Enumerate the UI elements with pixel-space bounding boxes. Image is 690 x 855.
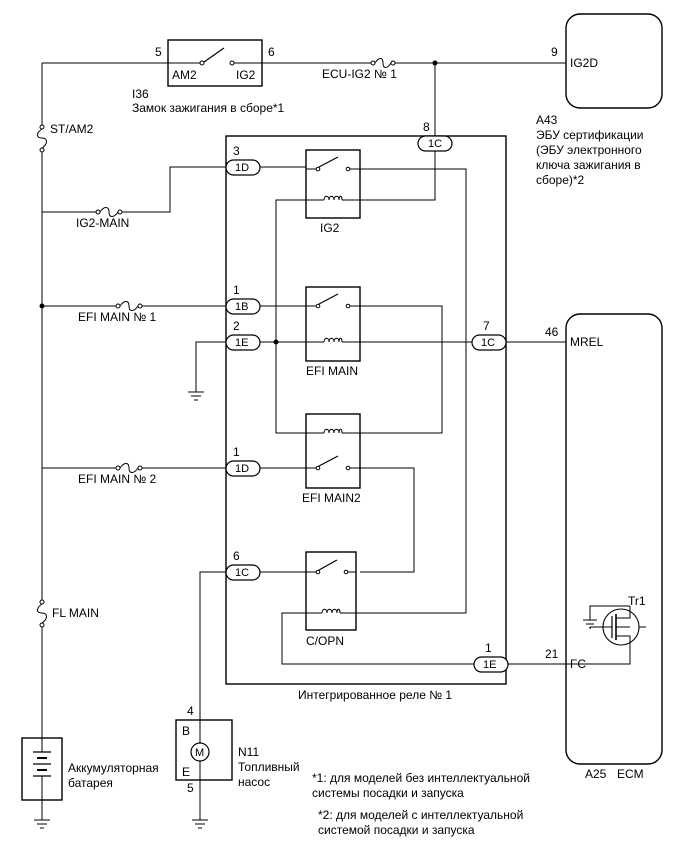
connector-1c-pump-pin: 6	[233, 549, 240, 563]
fuse-efi-main-1: EFI MAIN № 1	[78, 301, 157, 324]
fuel-pump-name-2: насос	[238, 775, 270, 789]
battery: Аккумуляторная батарея	[21, 737, 159, 829]
connector-1d-ig2-pin: 3	[233, 144, 240, 158]
connector-1e-fc: 1E 1	[473, 641, 509, 673]
fuel-pump-name-1: Топливный	[238, 760, 300, 774]
connector-1b-pin: 1	[233, 283, 240, 297]
integrated-relay: Интегрированное реле № 1 IG2	[225, 120, 509, 702]
fuel-pump-id: N11	[238, 745, 259, 759]
relay-ig2-label: IG2	[320, 221, 340, 235]
fuel-pump-label-e: E	[182, 765, 190, 779]
ecm-name: ECM	[617, 767, 644, 781]
fuel-pump: M 4 B E 5 N11 Топливный насос	[175, 571, 300, 829]
fuse-ig2-main: IG2-MAIN	[76, 207, 129, 230]
connector-1d-efi2-label: 1D	[235, 463, 249, 475]
connector-1e-ground-pin: 2	[233, 319, 240, 333]
connector-1e-fc-label: 1E	[483, 659, 496, 671]
fuel-pump-pin-b: 4	[187, 704, 194, 718]
connector-1c-top-label: 1C	[428, 138, 442, 150]
transistor-tr1-label: Tr1	[628, 594, 646, 608]
connector-1d-efi2: 1D 1	[225, 445, 261, 477]
certification-ecu-name-2: (ЭБУ электронного	[536, 143, 642, 157]
relay-efi-main: EFI MAIN	[305, 286, 361, 378]
certification-ecu-id: A43	[536, 113, 558, 127]
ignition-label-am2: AM2	[172, 68, 197, 82]
certification-ecu-name-4: сборе)*2	[536, 173, 585, 187]
connector-1b-label: 1B	[235, 301, 248, 313]
connector-1d-ig2-label: 1D	[235, 162, 249, 174]
fuse-efi-main-2-label: EFI MAIN № 2	[78, 472, 157, 486]
fuel-pump-pin-e: 5	[187, 781, 194, 795]
battery-name-1: Аккумуляторная	[68, 761, 159, 775]
certification-ecu-name-1: ЭБУ сертификации	[536, 128, 644, 142]
relay-c-opn: C/OPN	[305, 551, 357, 648]
fuse-ecu-ig2: ECU-IG2 № 1	[322, 58, 397, 81]
relay-efi-main2-label: EFI MAIN2	[302, 491, 361, 505]
certification-ecu-terminal: IG2D	[570, 56, 598, 70]
relay-ig2: IG2	[305, 149, 361, 235]
connector-1c-mrel-label: 1C	[481, 337, 495, 349]
fuse-fl-main-label: FL MAIN	[52, 606, 99, 620]
ecm-fc-pin: 21	[545, 647, 559, 661]
ignition-pin-right: 6	[268, 45, 275, 59]
connector-1c-top-pin: 8	[423, 120, 430, 134]
battery-name-2: батарея	[68, 776, 113, 790]
fuel-pump-label-b: B	[182, 724, 190, 738]
fuse-ig2-main-label: IG2-MAIN	[76, 216, 129, 230]
relay-efi-main-label: EFI MAIN	[306, 364, 358, 378]
connector-1c-top: 1C 8	[417, 120, 453, 152]
connector-1c-mrel-pin: 7	[483, 319, 490, 333]
ecm-mrel-pin: 46	[545, 325, 559, 339]
certification-ecu-name-3: ключа зажигания в	[536, 158, 641, 172]
integrated-relay-box	[225, 135, 507, 685]
note1-line2: системы посадки и запуска	[312, 786, 464, 800]
ignition-id: I36	[132, 87, 149, 101]
relay-efi-main2: EFI MAIN2	[302, 413, 361, 505]
fuse-fl-main: FL MAIN	[37, 599, 99, 628]
fuse-st-am2-label: ST/AM2	[50, 122, 94, 136]
ecm: 46 MREL 21 FC A25 ECM Tr1	[506, 313, 663, 781]
connector-1d-ig2: 1D 3	[225, 144, 261, 176]
relay-c-opn-label: C/OPN	[306, 634, 344, 648]
fuel-pump-motor-label: M	[195, 747, 204, 759]
certification-ecu-body	[565, 13, 663, 109]
main-supply-wires	[39, 60, 566, 752]
ground-relay	[188, 341, 226, 401]
connector-1e-ground-label: 1E	[235, 337, 248, 349]
certification-ecu-pin: 9	[551, 45, 558, 59]
transistor-tr1: Tr1	[566, 594, 646, 665]
fuse-efi-main-2: EFI MAIN № 2	[78, 463, 157, 486]
ignition-label-ig2: IG2	[236, 68, 256, 82]
connector-1b: 1B 1	[225, 283, 261, 315]
fuse-ecu-ig2-label: ECU-IG2 № 1	[322, 67, 397, 81]
fuse-efi-main-1-label: EFI MAIN № 1	[78, 310, 157, 324]
note1-line1: *1: для моделей без интеллектуальной	[312, 771, 530, 785]
note2-line1: *2: для моделей с интеллектуальной	[318, 808, 523, 822]
footnotes: *1: для моделей без интеллектуальной сис…	[312, 771, 530, 837]
fuse-st-am2: ST/AM2	[37, 122, 94, 153]
connector-1c-mrel: 1C 7	[471, 319, 507, 351]
certification-ecu: 9 IG2D A43 ЭБУ сертификации (ЭБУ электро…	[536, 13, 663, 187]
connector-1e-ground: 1E 2	[225, 319, 261, 351]
ignition-pin-left: 5	[155, 45, 162, 59]
ecm-id: A25	[585, 767, 607, 781]
ignition-switch: 5 6 AM2 IG2 I36 Замок зажигания в сборе*…	[132, 39, 285, 115]
ecm-body	[565, 313, 663, 765]
ecm-mrel-label: MREL	[570, 335, 604, 349]
connector-1c-pump: 1C 6	[225, 549, 261, 581]
connector-1c-pump-label: 1C	[235, 567, 249, 579]
ignition-name: Замок зажигания в сборе*1	[132, 101, 285, 115]
connector-1d-efi2-pin: 1	[233, 445, 240, 459]
integrated-relay-name: Интегрированное реле № 1	[298, 688, 452, 702]
note2-line2: системой посадки и запуска	[318, 823, 475, 837]
connector-1e-fc-pin: 1	[485, 641, 492, 655]
